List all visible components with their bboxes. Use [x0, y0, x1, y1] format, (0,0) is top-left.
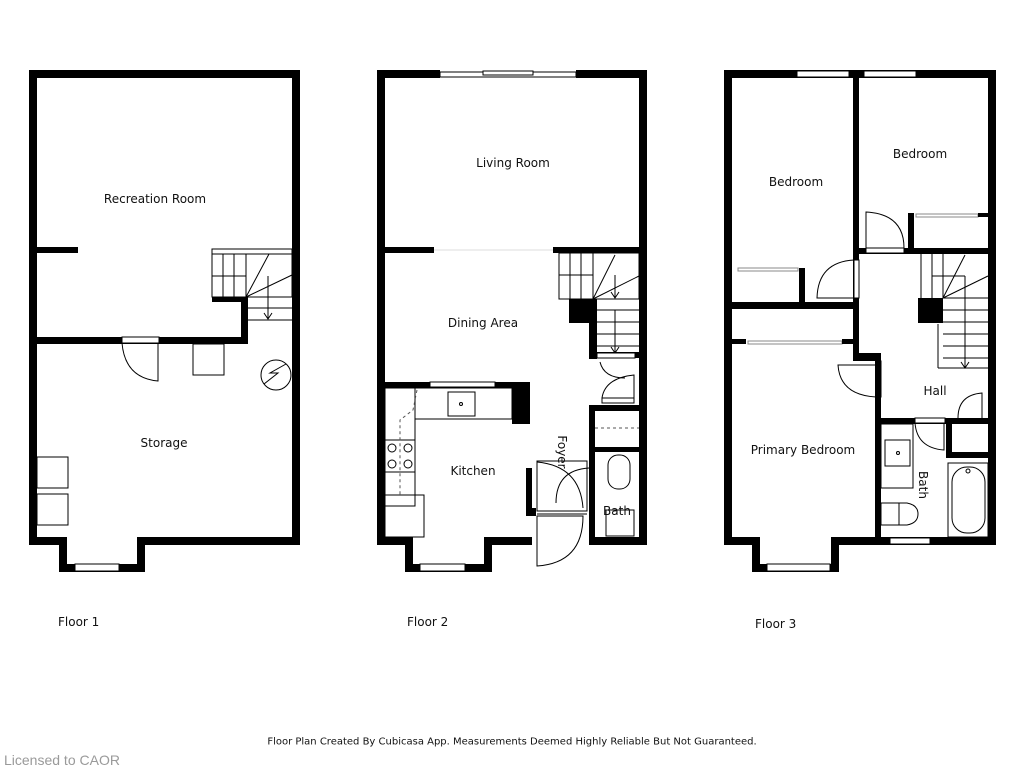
floor-2-plan — [377, 70, 647, 572]
room-label-dining-area: Dining Area — [447, 316, 519, 330]
room-label-living-room: Living Room — [476, 156, 550, 170]
floor-1-plan — [29, 70, 300, 572]
room-label-foyer: Foyer — [555, 435, 569, 469]
floor-label-1: Floor 1 — [58, 615, 100, 629]
floor-label-2: Floor 2 — [407, 615, 449, 629]
room-label-recreation-room: Recreation Room — [103, 192, 207, 206]
room-label-kitchen: Kitchen — [450, 464, 496, 478]
stairs-icon — [211, 248, 293, 321]
disclaimer-text: Floor Plan Created By Cubicasa App. Meas… — [267, 736, 757, 748]
room-label-bath-floor-3: Bath — [916, 471, 930, 499]
room-label-hall: Hall — [923, 384, 947, 398]
room-label-bath-floor-2: Bath — [603, 504, 631, 518]
license-watermark: Licensed to CAOR — [4, 752, 120, 768]
room-label-primary-bedroom: Primary Bedroom — [750, 443, 856, 457]
floor-label-3: Floor 3 — [755, 617, 797, 631]
room-label-storage: Storage — [140, 436, 188, 450]
stairs-icon — [920, 254, 989, 369]
stairs-icon — [558, 252, 640, 354]
room-label-bedroom-1: Bedroom — [768, 175, 824, 189]
floor-3-plan — [724, 70, 996, 572]
room-label-bedroom-2: Bedroom — [892, 147, 948, 161]
